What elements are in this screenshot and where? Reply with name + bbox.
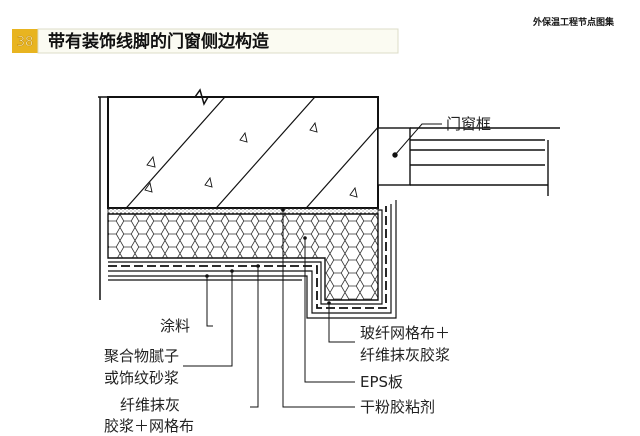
section-number: 38	[17, 35, 34, 50]
eps-label: EPS板	[360, 373, 403, 391]
title-box	[37, 28, 399, 54]
number-badge	[12, 29, 38, 53]
section-title: 38 带有装饰线脚的门窗侧边构造	[12, 28, 399, 54]
mortar-label-line1: 纤维抹灰	[120, 396, 180, 414]
mortar-label-line2: 胶浆＋网格布	[104, 417, 194, 435]
eps-board	[107, 213, 379, 301]
putty-label-line1: 聚合物腻子	[104, 347, 179, 365]
mesh-mortar-layers	[108, 200, 397, 319]
leader-lines	[183, 210, 355, 408]
adhesive-label: 干粉胶粘剂	[360, 398, 435, 416]
mesh-label-line2: 纤维抹灰胶浆	[360, 346, 450, 364]
putty-label-line2: 或饰纹砂浆	[104, 369, 179, 387]
adhesive-layer	[107, 207, 379, 215]
series-title: 外保温工程节点图集	[532, 16, 615, 28]
door-frame-leader	[394, 123, 442, 156]
page-title: 带有装饰线脚的门窗侧边构造	[48, 31, 270, 52]
mesh-label-line1: 玻纤网格布＋	[360, 324, 450, 342]
paint-label: 涂料	[160, 317, 190, 335]
door-frame-label: 门窗框	[446, 115, 491, 133]
door-frame	[377, 127, 560, 196]
